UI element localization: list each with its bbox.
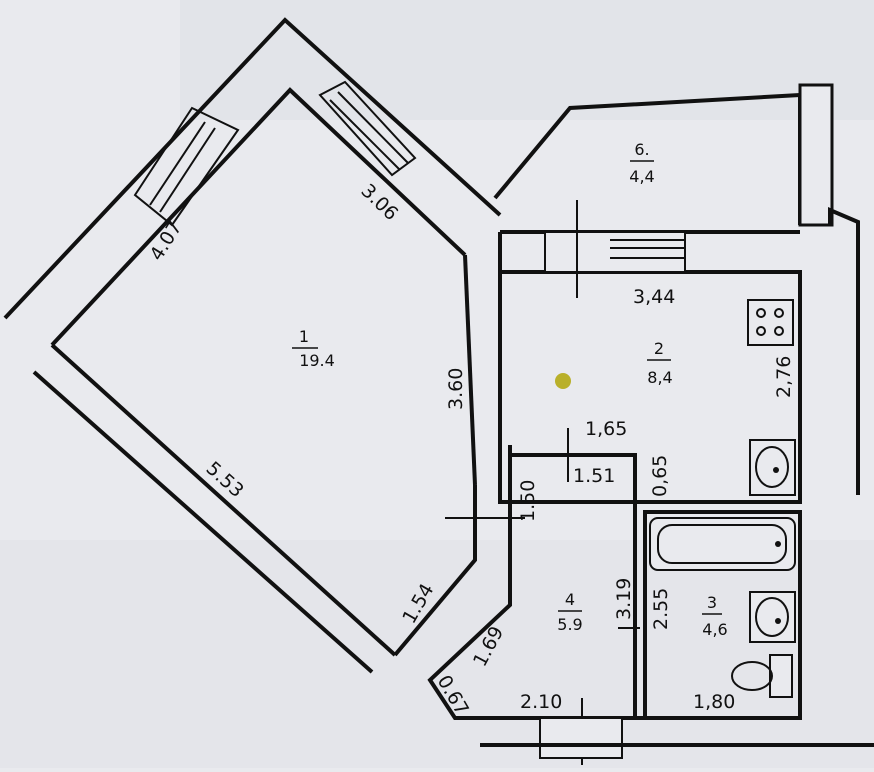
room-area: 19.4: [299, 351, 335, 370]
dim-3-44: 3,44: [633, 286, 675, 308]
balcony-walls: [493, 83, 860, 495]
room-3-walls: [643, 510, 802, 720]
room-4-walls: [427, 428, 874, 765]
room-label-3: 3 4,6: [702, 593, 728, 639]
bathtub-icon: [649, 517, 796, 571]
dim-2-76: 2,76: [773, 356, 795, 398]
marker-dot: [555, 373, 571, 389]
room-number: 6.: [634, 140, 649, 159]
bathroom-sink-icon: [749, 591, 796, 643]
dim-3-60: 3.60: [445, 368, 467, 410]
dim-1-51: 1.51: [573, 465, 615, 487]
room-label-2: 2 8,4: [647, 339, 673, 387]
room-area: 4,6: [702, 620, 727, 639]
room-number: 4: [565, 590, 575, 609]
dim-0-65: 0,65: [649, 455, 671, 497]
room-number: 1: [299, 327, 309, 346]
room-area: 4,4: [629, 167, 654, 186]
room-area: 5.9: [557, 615, 582, 634]
kitchen-sink-icon: [749, 439, 796, 496]
room-2-walls: [498, 200, 802, 504]
room-label-4: 4 5.9: [557, 590, 582, 634]
room-1-walls: [3, 17, 502, 674]
dim-2-10: 2.10: [520, 691, 562, 713]
dim-1-65: 1,65: [585, 418, 627, 440]
room-1-window-right: [318, 80, 417, 177]
stove-icon: [747, 299, 794, 346]
dim-2-55: 2.55: [650, 588, 672, 630]
dim-3-19: 3.19: [613, 578, 635, 620]
room-1-window-left: [133, 106, 240, 227]
dim-1-80: 1,80: [693, 691, 735, 713]
room-number: 3: [707, 593, 717, 612]
toilet-icon: [731, 654, 793, 698]
room-label-1: 1 19.4: [292, 327, 335, 370]
dim-1-50: 1.50: [517, 480, 539, 522]
room-area: 8,4: [647, 368, 672, 387]
room-label-6: 6. 4,4: [629, 140, 654, 186]
room-number: 2: [654, 339, 664, 358]
